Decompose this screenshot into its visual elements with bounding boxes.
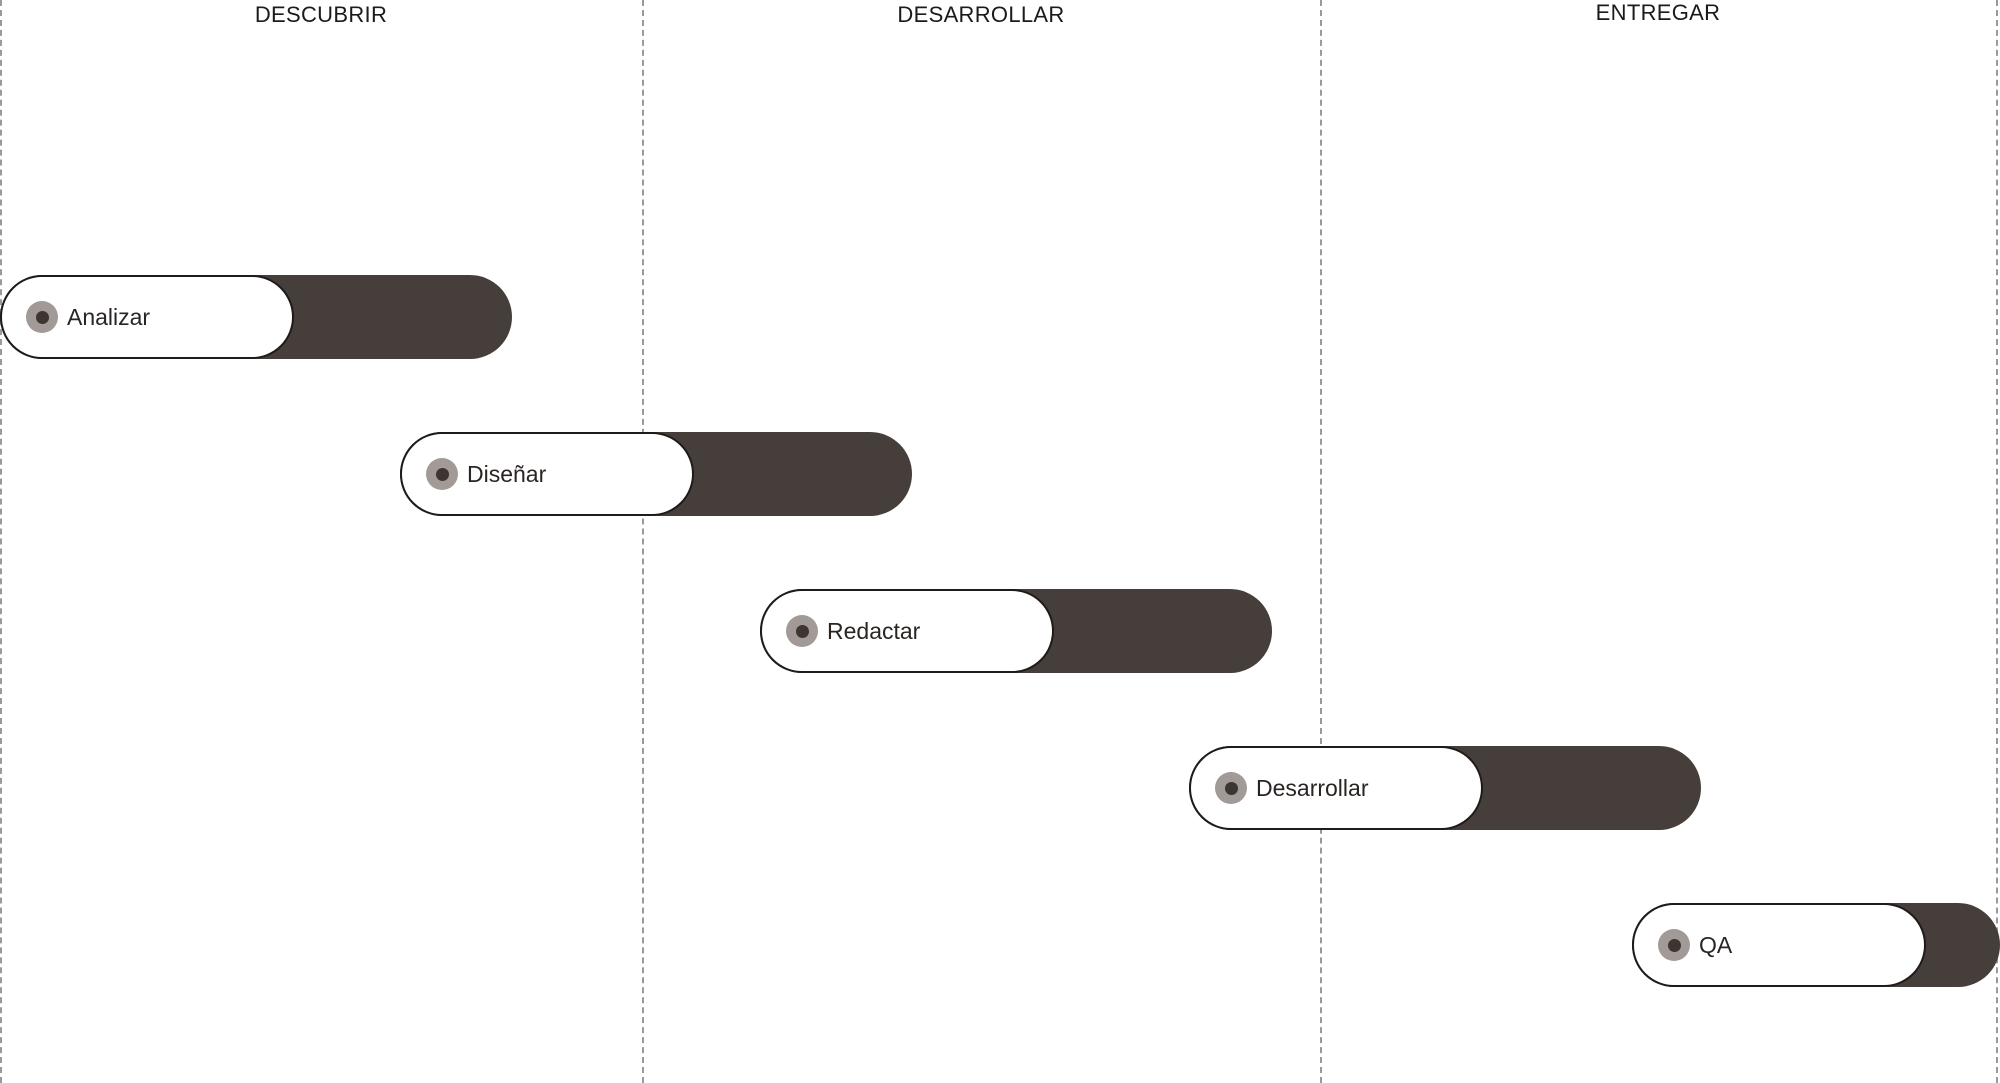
status-dot-icon <box>1215 772 1247 804</box>
phase-divider-left <box>0 0 2 1083</box>
task-analizar: Analizar <box>0 275 512 359</box>
task-pill: Analizar <box>0 275 294 359</box>
task-label: Diseñar <box>467 460 547 487</box>
status-dot-icon <box>426 458 458 490</box>
phase-divider-right <box>1996 0 1998 1083</box>
task-pill: Redactar <box>760 589 1054 673</box>
task-label: Desarrollar <box>1256 774 1369 801</box>
task-pill: Diseñar <box>400 432 694 516</box>
status-dot-icon <box>26 301 58 333</box>
task-label: QA <box>1699 931 1733 958</box>
status-dot-icon <box>1658 929 1690 961</box>
task-redactar: Redactar <box>760 589 1272 673</box>
task-label: Redactar <box>827 617 921 644</box>
phase-divider-2 <box>1320 0 1322 1083</box>
task-desarrollar: Desarrollar <box>1189 746 1701 830</box>
task-pill: QA <box>1632 903 1926 987</box>
phase-divider-1 <box>642 0 644 1083</box>
task-label: Analizar <box>67 303 151 330</box>
task-disenar: Diseñar <box>400 432 912 516</box>
phase-title-desarrollar: DESARROLLAR <box>897 2 1065 27</box>
phase-title-descubrir: DESCUBRIR <box>254 2 388 27</box>
status-dot-icon <box>786 615 818 647</box>
task-qa: QA <box>1632 903 2000 987</box>
task-pill: Desarrollar <box>1189 746 1483 830</box>
phase-title-entregar: ENTREGAR <box>1595 0 1721 25</box>
